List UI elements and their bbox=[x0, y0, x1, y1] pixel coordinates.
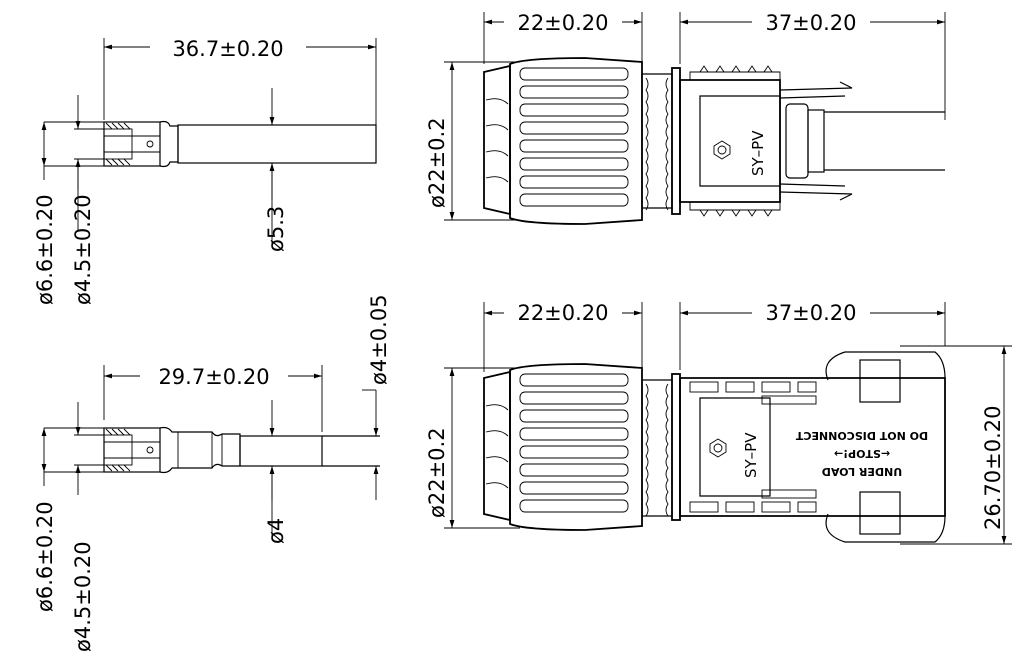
pin-bottom-inner-dia: ø4.5±0.20 bbox=[71, 541, 95, 652]
pin-bottom-tip-dia: ø4±0.05 bbox=[367, 294, 391, 385]
connector-top: 22±0.20 37±0.20 ø22±0.2 bbox=[425, 10, 946, 225]
pin-top: 36.7±0.20 ø6.6±0.20 ø4.5±0.20 ø5.3 bbox=[33, 36, 377, 305]
conn-top-dia: ø22±0.2 bbox=[425, 117, 449, 208]
connector-bottom: 22±0.20 37±0.20 ø22±0.2 26.70±0.20 bbox=[425, 300, 1012, 545]
brand-logo-icon bbox=[709, 438, 727, 458]
conn-top-nut-width: 22±0.20 bbox=[517, 11, 608, 35]
warning-do-not-disconnect: DO NOT DISCONNECT bbox=[795, 429, 928, 442]
conn-bottom-dia: ø22±0.2 bbox=[425, 427, 449, 518]
pin-bottom-length: 29.7±0.20 bbox=[158, 365, 269, 389]
pin-top-outer-dia: ø6.6±0.20 bbox=[33, 194, 57, 305]
warning-under-load: UNDER LOAD bbox=[822, 465, 902, 478]
pin-bottom-pin-dia: ø4 bbox=[264, 518, 288, 544]
conn-top-body-length: 37±0.20 bbox=[765, 11, 856, 35]
conn-bottom-brand: SY–PV bbox=[742, 432, 760, 478]
pin-bottom-outer-dia: ø6.6±0.20 bbox=[33, 501, 57, 612]
conn-top-brand: SY–PV bbox=[749, 130, 767, 176]
conn-bottom-height: 26.70±0.20 bbox=[981, 406, 1005, 530]
pin-bottom: 29.7±0.20 ø6.6±0.20 ø4.5±0.20 ø4 ø4±0.05 bbox=[33, 294, 391, 652]
warning-stop: ←STOP!→ bbox=[834, 447, 890, 460]
pin-top-length: 36.7±0.20 bbox=[172, 37, 283, 61]
conn-bottom-nut-width: 22±0.20 bbox=[517, 301, 608, 325]
conn-bottom-body-length: 37±0.20 bbox=[765, 301, 856, 325]
brand-logo-icon bbox=[713, 140, 731, 160]
pin-top-pin-dia: ø5.3 bbox=[264, 206, 288, 252]
pin-top-inner-dia: ø4.5±0.20 bbox=[71, 194, 95, 305]
